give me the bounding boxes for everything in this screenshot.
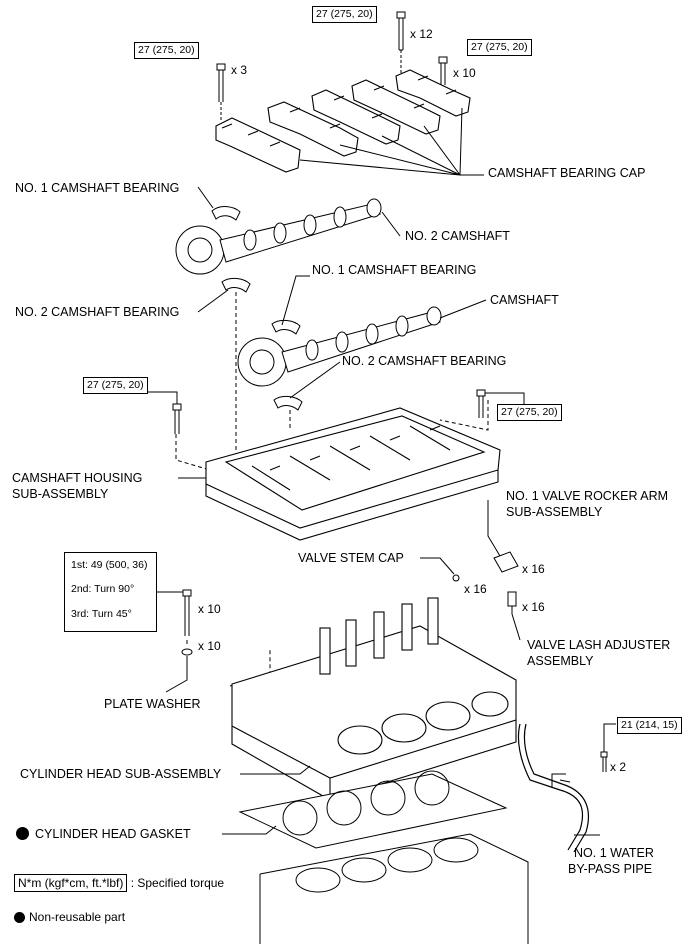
plate-washer	[181, 648, 193, 656]
cylinder-head	[231, 597, 517, 801]
head-bolt	[182, 589, 192, 636]
no1-bearing-half-a	[211, 206, 241, 221]
no1-bearing-half-b	[271, 319, 301, 335]
step-3: 3rd: Turn 45°	[71, 608, 132, 620]
label-no1-camshaft-bearing-b: NO. 1 CAMSHAFT BEARING	[312, 263, 477, 277]
torque-label-left-top: 27 (275, 20)	[134, 42, 199, 59]
pipe-bolt	[600, 751, 608, 772]
rocker-arm	[493, 551, 519, 573]
label-no2-camshaft: NO. 2 CAMSHAFT	[405, 229, 510, 243]
bolt-top-left	[216, 63, 226, 102]
lash-adjuster	[507, 591, 517, 607]
bolt-top-center	[396, 11, 406, 51]
label-camshaft-housing: CAMSHAFT HOUSING	[12, 471, 143, 485]
torque-label-housing-left: 27 (275, 20)	[83, 377, 148, 394]
qty-washer: x 10	[198, 639, 221, 653]
no2-camshaft	[175, 198, 382, 275]
label-water-pipe-sub: BY-PASS PIPE	[568, 862, 653, 876]
torque-label-right-top: 27 (275, 20)	[467, 39, 532, 56]
legend-torque: N*m (kgf*cm, ft.*lbf) : Specified torque	[14, 874, 225, 892]
qty-pipe: x 2	[610, 760, 627, 774]
qty-top: x 12	[410, 27, 433, 41]
label-no1-camshaft-bearing-a: NO. 1 CAMSHAFT BEARING	[15, 181, 180, 195]
label-lash-adjuster: VALVE LASH ADJUSTER	[527, 638, 671, 652]
label-camshaft-housing-sub: SUB-ASSEMBLY	[12, 487, 109, 501]
label-valve-stem-cap: VALVE STEM CAP	[298, 551, 404, 565]
legend-non-reusable: Non-reusable part	[14, 910, 125, 925]
no2-bearing-half-a	[221, 277, 251, 293]
water-bypass-pipe	[517, 723, 589, 853]
torque-label-housing-right: 27 (275, 20)	[497, 404, 562, 421]
label-no2-camshaft-bearing-b: NO. 2 CAMSHAFT BEARING	[342, 354, 507, 368]
label-rocker-arm-sub: SUB-ASSEMBLY	[506, 505, 603, 519]
label-no2-camshaft-bearing-a: NO. 2 CAMSHAFT BEARING	[15, 305, 180, 319]
camshaft-bearing-caps	[215, 69, 471, 173]
legend-unit-text: : Specified torque	[130, 876, 225, 890]
gasket-text: CYLINDER HEAD GASKET	[35, 827, 191, 841]
head-bolt-torque-steps: 1st: 49 (500, 36) 2nd: Turn 90° 3rd: Tur…	[64, 552, 157, 632]
camshaft-housing	[205, 407, 501, 541]
housing-bolt-left	[172, 403, 182, 434]
qty-stem-cap: x 16	[464, 582, 487, 596]
label-camshaft-bearing-cap: CAMSHAFT BEARING CAP	[488, 166, 646, 180]
qty-left-top: x 3	[231, 63, 248, 77]
qty-right-top: x 10	[453, 66, 476, 80]
cylinder-head-gasket	[238, 770, 508, 849]
label-cylinder-head: CYLINDER HEAD SUB-ASSEMBLY	[20, 767, 222, 781]
label-water-pipe: NO. 1 WATER	[574, 846, 654, 860]
legend-dot-icon	[14, 912, 25, 923]
bolt-top-right	[438, 56, 448, 85]
valve-stem-cap	[452, 574, 460, 582]
cylinder-block	[259, 833, 529, 944]
no2-bearing-half-b	[273, 395, 303, 411]
step-1: 1st: 49 (500, 36)	[71, 559, 148, 571]
label-cylinder-head-gasket: CYLINDER HEAD GASKET	[16, 827, 191, 842]
qty-lash: x 16	[522, 600, 545, 614]
step-2: 2nd: Turn 90°	[71, 583, 135, 595]
label-camshaft: CAMSHAFT	[490, 293, 559, 307]
qty-rocker: x 16	[522, 562, 545, 576]
qty-head-bolt: x 10	[198, 602, 221, 616]
label-rocker-arm: NO. 1 VALVE ROCKER ARM	[506, 489, 669, 503]
legend-unit-box: N*m (kgf*cm, ft.*lbf)	[14, 874, 128, 892]
label-plate-washer: PLATE WASHER	[104, 697, 201, 711]
torque-label-top: 27 (275, 20)	[312, 6, 377, 23]
legend-non-reusable-text: Non-reusable part	[29, 910, 126, 924]
housing-bolt-right	[476, 389, 486, 418]
non-reusable-dot-icon	[16, 827, 29, 840]
torque-label-pipe: 21 (214, 15)	[617, 717, 682, 734]
camshaft	[237, 306, 442, 387]
label-lash-adjuster-sub: ASSEMBLY	[527, 654, 594, 668]
